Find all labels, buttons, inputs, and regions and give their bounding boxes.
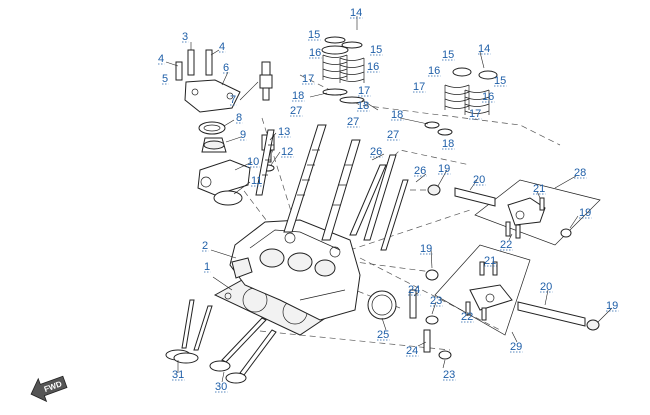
leader-lines <box>165 16 613 383</box>
callout-c23a[interactable]: 23 <box>430 295 442 307</box>
callout-c25[interactable]: 25 <box>377 329 389 341</box>
callout-c14b[interactable]: 14 <box>478 43 490 55</box>
callout-c15c[interactable]: 15 <box>442 49 454 61</box>
callout-c1[interactable]: 1 <box>204 261 210 273</box>
callout-c4a[interactable]: 4 <box>158 53 164 65</box>
callout-c19a[interactable]: 19 <box>438 163 450 175</box>
callout-c19c[interactable]: 19 <box>420 243 432 255</box>
callout-c11[interactable]: 11 <box>251 175 262 187</box>
valve-30-group <box>209 317 277 384</box>
callout-c15d[interactable]: 15 <box>494 75 506 87</box>
callout-c14a[interactable]: 14 <box>350 7 362 19</box>
callout-c24a[interactable]: 24 <box>408 284 420 296</box>
callout-c30[interactable]: 30 <box>215 381 227 393</box>
callout-c2[interactable]: 2 <box>202 240 208 252</box>
callout-c28[interactable]: 28 <box>574 167 586 179</box>
callout-c15b[interactable]: 15 <box>370 44 382 56</box>
callout-c18d[interactable]: 18 <box>442 138 454 150</box>
callout-c4b[interactable]: 4 <box>219 41 225 53</box>
callout-c3[interactable]: 3 <box>182 31 188 43</box>
callout-c6[interactable]: 6 <box>223 62 229 74</box>
callout-c27b[interactable]: 27 <box>347 116 359 128</box>
callout-c13[interactable]: 13 <box>278 126 290 138</box>
valve-31-group <box>165 299 213 364</box>
callout-c23b[interactable]: 23 <box>443 369 455 381</box>
callout-c22b[interactable]: 22 <box>461 311 473 323</box>
callout-c15a[interactable]: 15 <box>308 29 320 41</box>
callout-c18a[interactable]: 18 <box>292 90 304 102</box>
callout-c24b[interactable]: 24 <box>406 345 418 357</box>
callout-c10[interactable]: 10 <box>247 156 259 168</box>
callout-c17c[interactable]: 17 <box>413 81 425 93</box>
callout-c27a[interactable]: 27 <box>290 105 302 117</box>
callout-c22a[interactable]: 22 <box>500 239 512 251</box>
studs-and-nuts <box>367 289 452 360</box>
callout-c31[interactable]: 31 <box>172 369 184 381</box>
rocker-assembly-lower <box>425 244 600 336</box>
callout-c8[interactable]: 8 <box>236 112 242 124</box>
callout-c20a[interactable]: 20 <box>473 174 485 186</box>
callout-c12[interactable]: 12 <box>281 146 293 158</box>
callout-c17a[interactable]: 17 <box>302 73 314 85</box>
head-bolts <box>255 124 409 251</box>
callout-c19b[interactable]: 19 <box>579 207 591 219</box>
callout-c27c[interactable]: 27 <box>387 129 399 141</box>
callout-c16d[interactable]: 16 <box>482 91 494 103</box>
callout-c18c[interactable]: 18 <box>391 109 403 121</box>
callout-c26a[interactable]: 26 <box>370 146 382 158</box>
callout-c17b[interactable]: 17 <box>358 85 370 97</box>
callout-c5[interactable]: 5 <box>162 73 168 85</box>
callout-c17d[interactable]: 17 <box>469 108 481 120</box>
callout-c18b[interactable]: 18 <box>357 100 369 112</box>
callout-c20b[interactable]: 20 <box>540 281 552 293</box>
callout-c26b[interactable]: 26 <box>414 165 426 177</box>
callout-c7[interactable]: 7 <box>230 94 236 106</box>
callout-c21a[interactable]: 21 <box>533 183 545 195</box>
callout-c16b[interactable]: 16 <box>367 61 379 73</box>
callout-c29[interactable]: 29 <box>510 341 522 353</box>
rocker-assembly-upper <box>427 179 601 246</box>
valve-spring-right-group <box>424 67 498 136</box>
callout-c21b[interactable]: 21 <box>484 255 496 267</box>
callout-c16c[interactable]: 16 <box>428 65 440 77</box>
callout-c16a[interactable]: 16 <box>309 47 321 59</box>
forward-arrow-icon: FWD <box>30 375 68 403</box>
callout-c9[interactable]: 9 <box>240 129 246 141</box>
callout-c19d[interactable]: 19 <box>606 300 618 312</box>
valve-spring-left-group <box>321 36 365 104</box>
